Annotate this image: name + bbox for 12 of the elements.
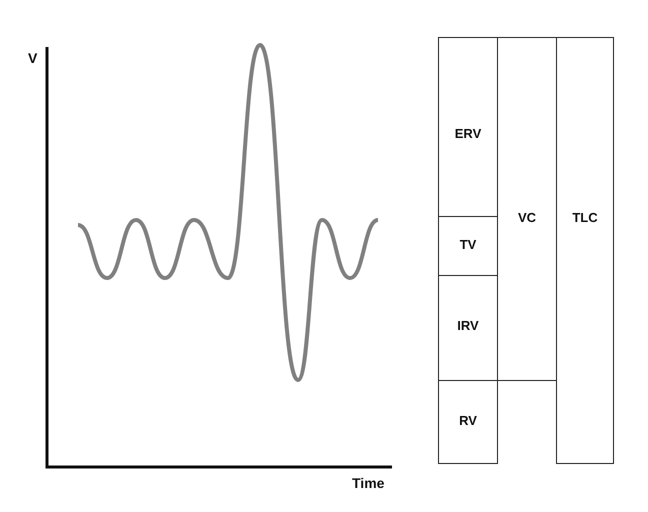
axis-label: V bbox=[28, 50, 38, 66]
volume-box bbox=[497, 37, 557, 381]
box-label: IRV bbox=[456, 318, 480, 333]
box-label: TV bbox=[458, 237, 478, 252]
box-label: VC bbox=[516, 210, 538, 225]
box-label: RV bbox=[458, 413, 478, 428]
box-label: ERV bbox=[454, 126, 482, 141]
volume-box bbox=[438, 380, 498, 464]
volume-box bbox=[438, 37, 498, 217]
axis-label: Time bbox=[352, 475, 384, 491]
volume-box bbox=[556, 37, 614, 464]
box-label: TLC bbox=[571, 210, 599, 225]
